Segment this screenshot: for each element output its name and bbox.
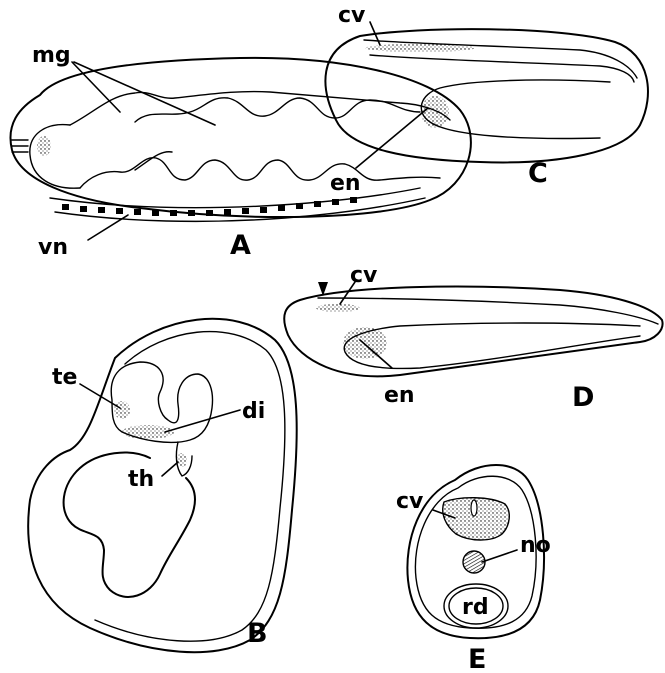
- te-pointer: [80, 384, 120, 408]
- label-vn: vn: [38, 235, 68, 260]
- label-mg: mg: [32, 43, 71, 68]
- label-cv-c: cv: [338, 3, 366, 28]
- panel-a: mg vn A: [10, 43, 470, 261]
- panel-letter-d: D: [572, 382, 594, 413]
- label-no: no: [520, 533, 551, 558]
- panel-d-outer-outline: [284, 287, 662, 377]
- panel-a-outer-outline: [10, 58, 470, 217]
- panel-d-en-stipple: [343, 327, 387, 359]
- panel-a-head-stipple: [37, 136, 51, 156]
- th-pointer: [162, 462, 178, 476]
- panel-letter-a: A: [230, 230, 251, 261]
- panel-c-en-stipple: [421, 96, 449, 128]
- label-en-d: en: [384, 383, 415, 408]
- label-en-c: en: [330, 171, 361, 196]
- vn-pointer: [88, 215, 128, 240]
- panel-b-inner-outline: [95, 332, 285, 642]
- label-cv-d: cv: [350, 263, 378, 288]
- label-cv-e: cv: [396, 489, 424, 514]
- panel-letter-e: E: [468, 644, 486, 673]
- panel-d-cv-stipple: [316, 304, 360, 312]
- panel-d-dorsal-band: [318, 298, 658, 324]
- panel-letter-b: B: [247, 618, 268, 649]
- panel-b-te-stipple: [114, 401, 130, 419]
- panel-c-cv-stipple: [365, 44, 475, 52]
- panel-c-yolk-outline: [421, 80, 610, 138]
- panel-b-th-stipple: [177, 453, 187, 467]
- panel-a-ventral-nerve-ganglia: [62, 197, 357, 216]
- panel-d: cv en D: [284, 263, 662, 413]
- panel-a-left-streaks: [12, 140, 28, 152]
- no-pointer: [482, 550, 517, 562]
- label-te: te: [52, 365, 77, 390]
- label-di: di: [242, 399, 265, 424]
- panel-e: cv no rd E: [396, 465, 551, 673]
- en-pointer-c: [356, 108, 428, 168]
- label-th: th: [128, 467, 154, 492]
- panel-b: te di th B: [28, 319, 297, 652]
- panel-e-neural-canal: [471, 500, 477, 516]
- panel-c-inner-band: [370, 55, 634, 82]
- panel-letter-c: C: [528, 158, 548, 189]
- label-rd: rd: [462, 595, 489, 620]
- panel-a-midgut-outline: [70, 92, 450, 188]
